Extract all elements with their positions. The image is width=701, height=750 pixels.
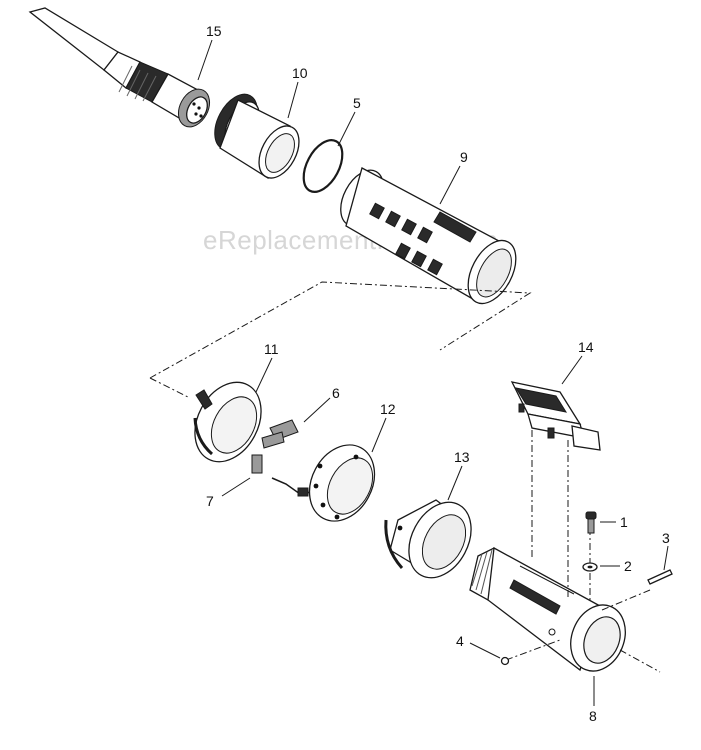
callout-1: 1 [620,514,628,530]
callout-8: 8 [589,708,597,724]
part-4-ball[interactable] [500,656,510,666]
callout-11: 11 [264,341,279,357]
leader-14 [561,355,583,385]
alignment-line-body-tail [619,649,661,673]
callout-3: 3 [662,530,670,546]
part-5-o-ring[interactable] [296,134,351,198]
part-11-ring[interactable] [182,371,274,473]
callout-13: 13 [454,449,470,465]
leader-12 [371,417,387,453]
part-10-sleeve[interactable] [206,87,307,185]
part-8-main-body[interactable] [469,546,635,679]
alignment-line-pin [601,589,651,611]
callout-9: 9 [460,149,468,165]
part-15-cable-connector[interactable] [28,7,216,132]
part-1-screw[interactable] [585,511,597,534]
callout-6: 6 [332,385,340,401]
part-13-threaded-nut[interactable] [384,492,484,589]
leader-6 [303,397,331,423]
alignment-line-lower [149,377,191,399]
part-2-washer[interactable] [582,562,598,572]
callout-7: 7 [206,493,214,509]
leader-7 [221,477,251,497]
part-6-contact-plate[interactable] [261,419,299,449]
alignment-line-switch [531,430,569,600]
part-9-vented-housing[interactable] [332,163,526,311]
part-12-locking-ring[interactable] [297,434,388,533]
leader-15 [197,39,213,81]
callout-15: 15 [206,23,222,39]
leader-13 [447,465,463,501]
callout-12: 12 [380,401,396,417]
part-3-pin[interactable] [647,569,673,585]
leader-11 [255,357,273,393]
callout-14: 14 [578,339,594,355]
callout-2: 2 [624,558,632,574]
callout-5: 5 [353,95,361,111]
leader-3 [663,545,669,571]
leader-4 [469,642,501,659]
leader-5 [337,111,356,147]
alignment-line-upper [149,281,532,379]
leader-10 [287,81,299,119]
callout-4: 4 [456,633,464,649]
callout-10: 10 [292,65,308,81]
part-7-pad[interactable] [251,454,313,497]
leader-9 [439,165,461,205]
part-14-switch[interactable] [510,381,601,451]
alignment-line-ball [505,639,561,661]
